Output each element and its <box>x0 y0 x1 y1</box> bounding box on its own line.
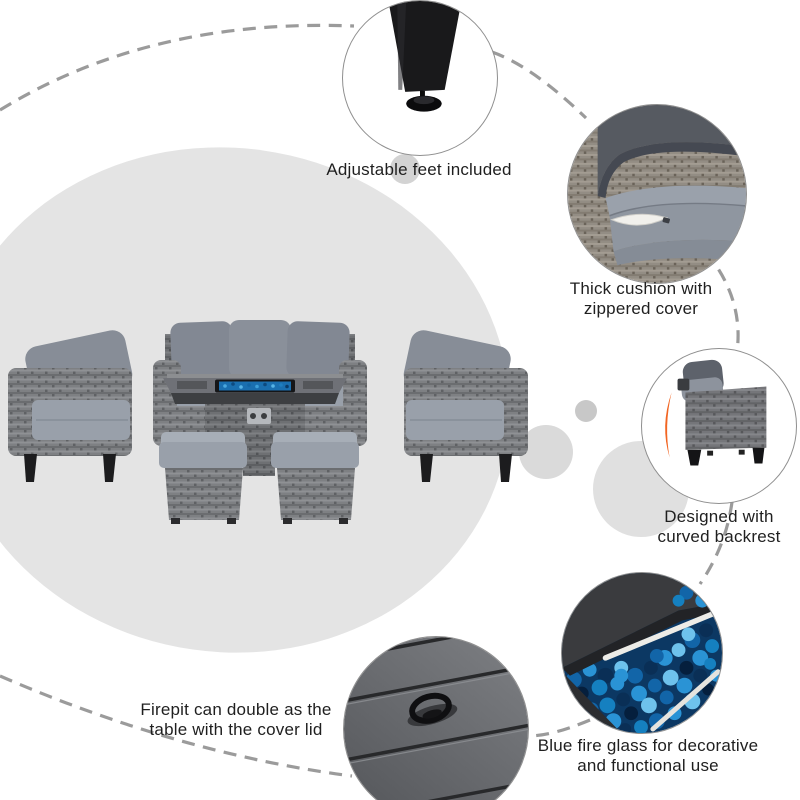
background-ellipse <box>0 111 543 689</box>
armchair-side-view <box>665 359 767 466</box>
caption-line: Blue fire glass for decorative <box>537 736 759 755</box>
wicker-body <box>685 386 767 450</box>
zipper-opening <box>610 213 669 226</box>
adjustable-foot-closeup <box>388 1 462 112</box>
callout-adjustable-feet <box>342 0 498 156</box>
zipper-pull <box>662 217 671 224</box>
burner-tube <box>602 609 719 661</box>
table-leg <box>388 1 462 92</box>
caption-line: curved backrest <box>657 527 781 546</box>
callout-curved-backrest <box>641 348 797 504</box>
caption-line: Firepit can double as the <box>140 700 332 719</box>
decorative-dot <box>575 400 597 422</box>
caption-line: Designed with <box>664 507 774 526</box>
caption-thick-cushion: Thick cushion with zippered cover <box>570 279 713 319</box>
callout-thick-cushion <box>567 104 747 284</box>
cushion-zipper-closeup <box>568 105 746 283</box>
decorative-dot <box>519 425 573 479</box>
burner-tube <box>650 669 721 732</box>
lid-handle <box>407 692 458 727</box>
caption-line: zippered cover <box>583 299 699 318</box>
caption-fire-glass: Blue fire glass for decorative and funct… <box>538 736 759 776</box>
blue-fire-glass-closeup <box>562 573 722 733</box>
table-cover-lid-closeup <box>344 637 528 800</box>
curve-accent-icon <box>665 392 672 458</box>
caption-adjustable-feet: Adjustable feet included <box>326 160 511 180</box>
caption-line: Thick cushion with <box>569 279 713 298</box>
caption-curved-backrest: Designed with curved backrest <box>658 507 781 547</box>
caption-cover-lid: Firepit can double as the table with the… <box>140 700 331 740</box>
cushion-top <box>605 185 746 216</box>
dashed-arc <box>0 23 355 112</box>
back-pillow <box>597 105 746 196</box>
caption-line: Adjustable feet included <box>326 160 512 179</box>
decorative-dot <box>390 154 420 184</box>
dashed-arc <box>527 718 591 738</box>
callout-fire-glass <box>561 572 723 734</box>
caption-line: table with the cover lid <box>149 720 323 739</box>
dashed-arc <box>491 50 588 120</box>
caption-line: and functional use <box>577 756 719 775</box>
callout-cover-lid <box>343 636 529 800</box>
